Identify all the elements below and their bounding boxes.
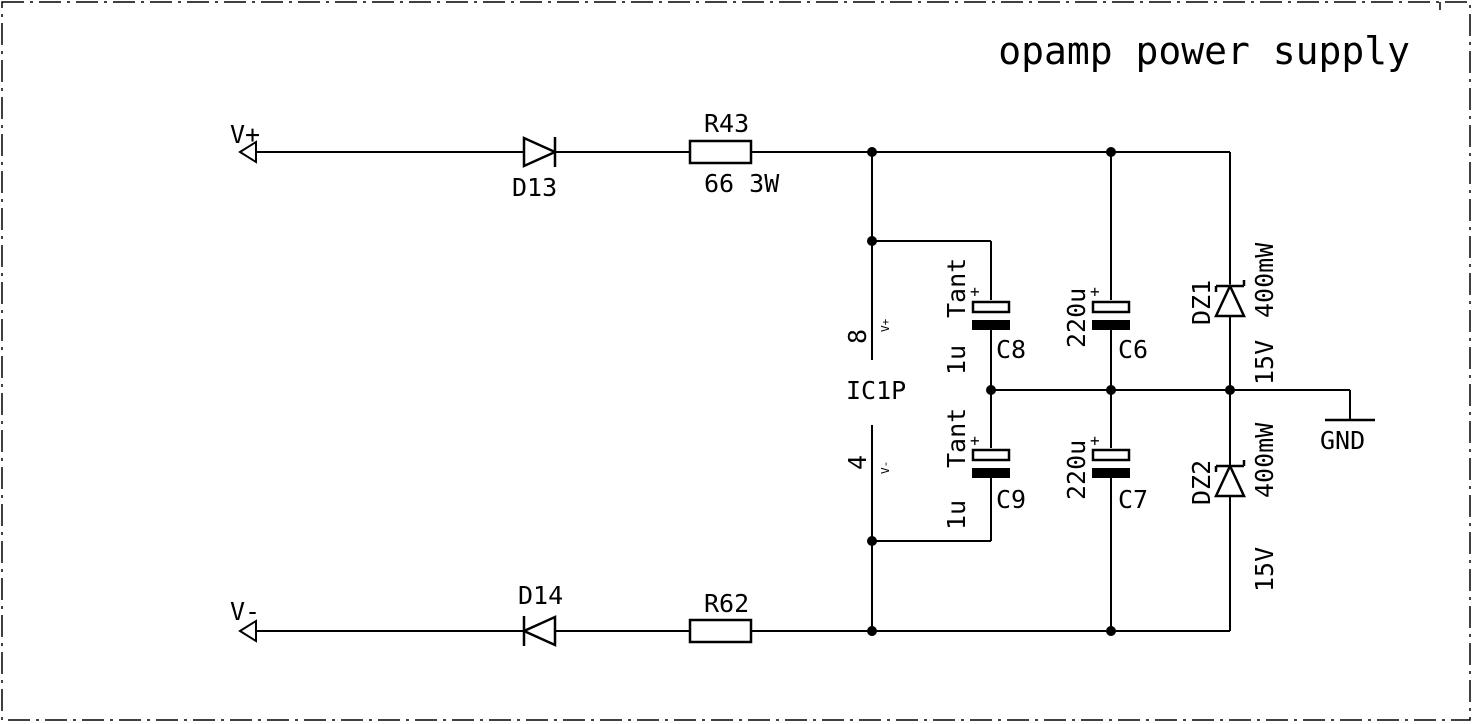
ic1p-pin4-number: 4: [843, 455, 872, 470]
junction-dot: [1106, 147, 1116, 157]
resistor-r43: R43 66 3W: [688, 109, 780, 198]
dz2-power: 400mW: [1250, 422, 1279, 498]
dz1-voltage: 15V: [1250, 340, 1279, 385]
d13-name: D13: [512, 173, 557, 202]
c7-name: C7: [1118, 485, 1148, 514]
c6-polarity: +: [1090, 282, 1100, 301]
junction-dot: [1106, 385, 1116, 395]
v-minus-port: V-: [230, 597, 260, 643]
v-minus-label: V-: [230, 597, 260, 626]
c8-name: C8: [996, 335, 1026, 364]
c9-type: Tant: [942, 408, 971, 468]
dz1-power: 400mW: [1250, 242, 1279, 318]
junction-dot: [867, 236, 877, 246]
d14-name: D14: [518, 581, 563, 610]
capacitor-c8: + Tant 1u C8: [942, 258, 1026, 375]
ic1p-power-symbol: IC1P 8 V+ 4 V-: [843, 318, 906, 474]
gnd-label: GND: [1320, 426, 1365, 455]
c6-name: C6: [1118, 335, 1148, 364]
v-plus-port: V+: [230, 120, 260, 164]
junction-dot: [867, 147, 877, 157]
c9-polarity: +: [970, 431, 980, 450]
capacitor-c7: + 220u C7: [1062, 431, 1148, 514]
v-plus-label: V+: [230, 120, 260, 149]
schematic-title: opamp power supply: [998, 29, 1410, 73]
c6-value: 220u: [1062, 288, 1091, 348]
ic1p-pin8-number: 8: [843, 329, 872, 344]
c9-name: C9: [996, 485, 1026, 514]
capacitor-c6: + 220u C6: [1062, 282, 1148, 364]
junction-dot: [1225, 385, 1235, 395]
junction-dot: [867, 626, 877, 636]
r62-name: R62: [704, 589, 749, 618]
r43-value: 66 3W: [704, 169, 780, 198]
dz1-name: DZ1: [1187, 280, 1216, 325]
diode-d13: D13: [512, 136, 559, 202]
c7-value: 220u: [1062, 440, 1091, 500]
c8-type: Tant: [942, 258, 971, 318]
zener-dz1: DZ1 400mW 15V: [1187, 242, 1279, 385]
dz2-voltage: 15V: [1250, 547, 1279, 592]
zener-dz2: DZ2 400mW 15V: [1187, 422, 1279, 592]
resistor-r62: R62: [688, 589, 753, 644]
ic1p-pin4-label: V-: [879, 461, 892, 474]
c8-value: 1u: [942, 345, 971, 375]
junction-dot: [1106, 626, 1116, 636]
diode-d14: D14: [518, 581, 563, 647]
ic1p-pin8-label: V+: [879, 318, 892, 332]
c7-polarity: +: [1090, 431, 1100, 450]
r43-name: R43: [704, 109, 749, 138]
capacitor-c9: + Tant 1u C9: [942, 408, 1026, 530]
ic1p-name: IC1P: [846, 376, 906, 405]
c8-polarity: +: [970, 282, 980, 301]
ground-symbol: GND: [1320, 418, 1375, 455]
junction-dot: [867, 536, 877, 546]
c9-value: 1u: [942, 500, 971, 530]
dz2-name: DZ2: [1187, 460, 1216, 505]
junction-dot: [986, 385, 996, 395]
